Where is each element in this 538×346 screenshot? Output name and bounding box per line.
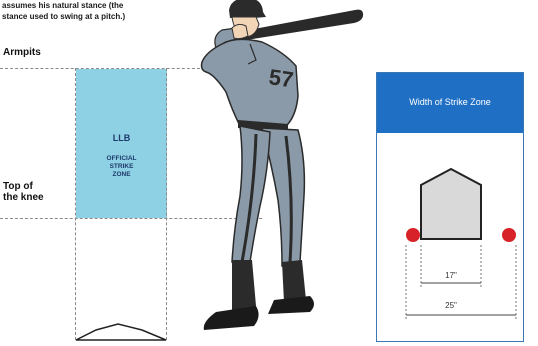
inner-width-label: 17" — [437, 271, 465, 280]
right-ball-icon — [502, 228, 516, 242]
outer-width-label: 25" — [437, 301, 465, 310]
jersey-number: 57 — [267, 64, 295, 92]
plate-top-view-icon — [421, 169, 481, 239]
left-ball-icon — [406, 228, 420, 242]
helmet-icon — [229, 0, 266, 18]
plate-width-panel: Width of Strike Zone 17" 25" — [376, 72, 524, 342]
plate-width-title: Width of Strike Zone — [377, 97, 523, 107]
home-plate-icon — [76, 324, 166, 340]
plate-width-panel-header: Width of Strike Zone — [377, 73, 523, 133]
